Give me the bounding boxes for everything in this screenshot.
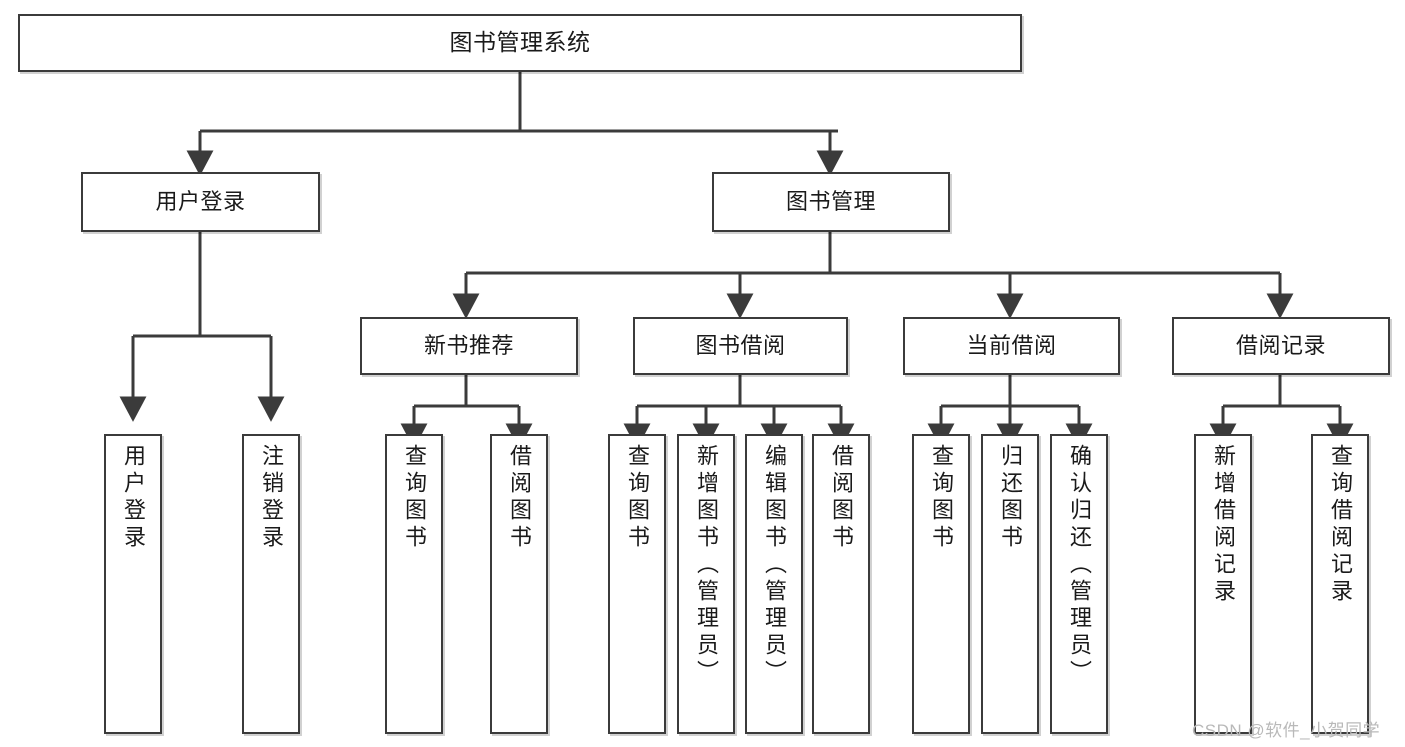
node-user-login[interactable]: 用户登录 — [81, 172, 320, 232]
leaf-new-book-query[interactable]: 查询图书 — [385, 434, 443, 734]
leaf-current-query-book-label: 查询图书 — [929, 444, 954, 552]
leaf-user-login-logout[interactable]: 注销登录 — [242, 434, 300, 734]
leaf-borrow-add-book-label: 新增图书（管理员） — [694, 444, 719, 687]
leaf-new-book-borrow-label: 借阅图书 — [507, 444, 532, 552]
node-current-borrow[interactable]: 当前借阅 — [903, 317, 1120, 375]
leaf-current-return-book-label: 归还图书 — [998, 444, 1023, 552]
leaf-record-add-label: 新增借阅记录 — [1211, 444, 1236, 606]
node-borrow-record-label: 借阅记录 — [1235, 333, 1326, 359]
node-user-login-label: 用户登录 — [155, 189, 246, 215]
leaf-borrow-add-book[interactable]: 新增图书（管理员） — [677, 434, 735, 734]
leaf-record-add[interactable]: 新增借阅记录 — [1194, 434, 1252, 734]
leaf-current-confirm-return[interactable]: 确认归还（管理员） — [1050, 434, 1108, 734]
leaf-borrow-borrow-book[interactable]: 借阅图书 — [812, 434, 870, 734]
watermark: CSDN @软件_小贺同学 — [1192, 721, 1381, 740]
node-new-book-recommend-label: 新书推荐 — [423, 333, 514, 359]
leaf-borrow-edit-book-label: 编辑图书（管理员） — [762, 444, 787, 687]
leaf-user-login-logout-label: 注销登录 — [259, 444, 284, 552]
leaf-record-query[interactable]: 查询借阅记录 — [1311, 434, 1369, 734]
node-borrow-record[interactable]: 借阅记录 — [1172, 317, 1390, 375]
leaf-borrow-query-book[interactable]: 查询图书 — [608, 434, 666, 734]
leaf-borrow-edit-book[interactable]: 编辑图书（管理员） — [745, 434, 803, 734]
leaf-current-confirm-return-label: 确认归还（管理员） — [1067, 444, 1092, 687]
leaf-current-query-book[interactable]: 查询图书 — [912, 434, 970, 734]
leaf-borrow-borrow-book-label: 借阅图书 — [829, 444, 854, 552]
node-current-borrow-label: 当前借阅 — [966, 333, 1057, 359]
leaf-user-login-login[interactable]: 用户登录 — [104, 434, 162, 734]
node-book-management-label: 图书管理 — [785, 189, 876, 215]
node-root-label: 图书管理系统 — [449, 29, 591, 56]
node-book-management[interactable]: 图书管理 — [712, 172, 950, 232]
leaf-current-return-book[interactable]: 归还图书 — [981, 434, 1039, 734]
leaf-new-book-query-label: 查询图书 — [402, 444, 427, 552]
leaf-record-query-label: 查询借阅记录 — [1328, 444, 1353, 606]
leaf-borrow-query-book-label: 查询图书 — [625, 444, 650, 552]
leaf-new-book-borrow[interactable]: 借阅图书 — [490, 434, 548, 734]
leaf-user-login-login-label: 用户登录 — [121, 444, 146, 552]
node-book-borrow[interactable]: 图书借阅 — [633, 317, 848, 375]
node-new-book-recommend[interactable]: 新书推荐 — [360, 317, 578, 375]
node-root[interactable]: 图书管理系统 — [18, 14, 1022, 72]
node-book-borrow-label: 图书借阅 — [695, 333, 786, 359]
